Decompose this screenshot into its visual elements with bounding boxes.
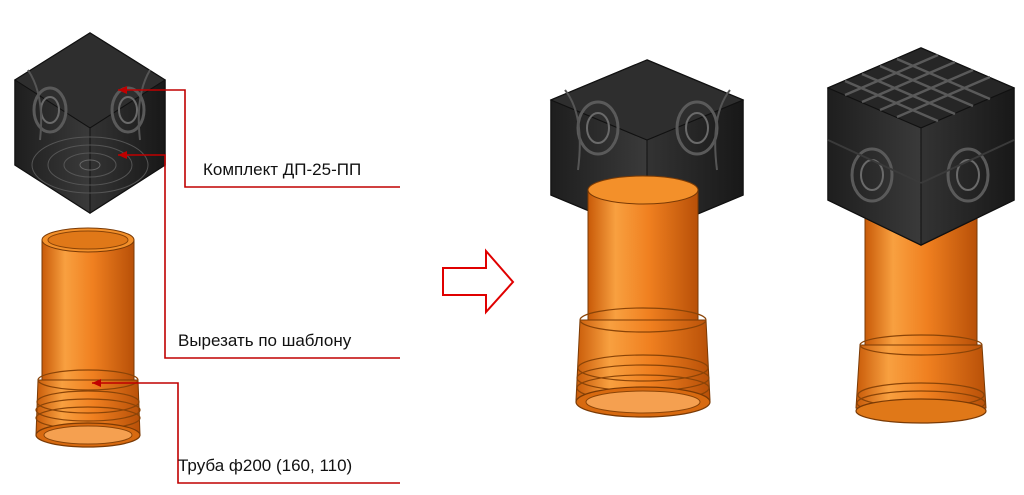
right-arrow-icon bbox=[442, 248, 515, 315]
label-kit: Комплект ДП-25-ПП bbox=[203, 160, 362, 179]
leader-cut bbox=[118, 154, 400, 359]
leader-lines bbox=[92, 86, 400, 484]
label-pipe: Труба ф200 (160, 110) bbox=[178, 456, 353, 475]
leader-kit bbox=[118, 89, 400, 188]
label-cut-template: Вырезать по шаблону bbox=[178, 331, 352, 350]
assembly-top-view bbox=[826, 47, 1016, 424]
assembly-bottom-view bbox=[549, 59, 745, 418]
leader-pipe bbox=[92, 382, 400, 484]
pipe-separate bbox=[35, 227, 141, 448]
kit-box-bottom-view bbox=[14, 32, 166, 214]
